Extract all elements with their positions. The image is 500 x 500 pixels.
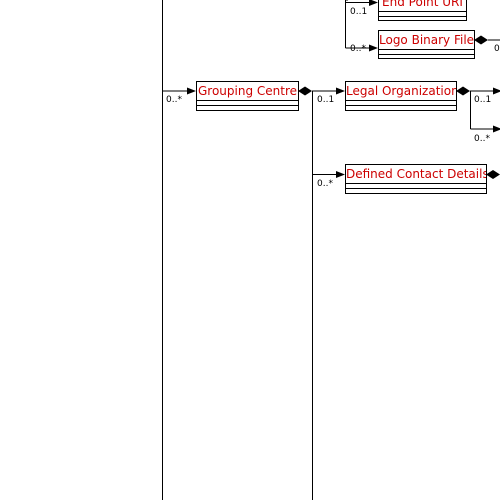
- multiplicity-right-lower: 0..*: [474, 134, 490, 144]
- multiplicity-logo-binary-file: 0..*: [350, 44, 366, 54]
- operations-compartment: [197, 106, 298, 110]
- operations-compartment: [346, 189, 486, 193]
- composition-diamond: [486, 170, 500, 179]
- class-name: Legal Organization: [346, 82, 456, 101]
- operations-compartment: [346, 106, 456, 110]
- arrowhead: [493, 87, 500, 95]
- attributes-compartment: [346, 101, 456, 106]
- class-name: Logo Binary File: [379, 31, 474, 50]
- attributes-compartment: [379, 12, 466, 17]
- class-name: Defined Contact Details: [346, 165, 486, 184]
- arrowhead: [369, 44, 378, 52]
- attributes-compartment: [379, 50, 474, 55]
- class-end-point-uri[interactable]: End Point URI: [378, 0, 467, 21]
- composition-diamond: [298, 86, 312, 96]
- attributes-compartment: [346, 184, 486, 189]
- multiplicity-defined-contact-details: 0..*: [317, 179, 333, 189]
- class-grouping-centre[interactable]: Grouping Centre: [196, 81, 299, 111]
- multiplicity-grouping-centre: 0..*: [166, 95, 182, 105]
- arrowhead: [187, 87, 196, 95]
- arrowhead: [493, 125, 500, 133]
- multiplicity-right-upper: 0..1: [474, 95, 492, 105]
- class-defined-contact-details[interactable]: Defined Contact Details: [345, 164, 487, 194]
- arrowhead: [336, 171, 345, 178]
- attributes-compartment: [197, 101, 298, 106]
- operations-compartment: [379, 55, 474, 59]
- composition-diamond: [474, 35, 488, 45]
- multiplicity-logo-right: 0: [494, 44, 500, 54]
- class-legal-organization[interactable]: Legal Organization: [345, 81, 457, 111]
- operations-compartment: [379, 17, 466, 21]
- multiplicity-legal-organization: 0..1: [317, 95, 335, 105]
- class-logo-binary-file[interactable]: Logo Binary File: [378, 30, 475, 59]
- composition-diamond: [456, 86, 470, 96]
- class-name: End Point URI: [379, 0, 466, 12]
- arrowhead: [369, 0, 378, 6]
- arrowhead: [336, 87, 345, 95]
- multiplicity-end-point-uri: 0..1: [350, 7, 368, 17]
- class-name: Grouping Centre: [197, 82, 298, 101]
